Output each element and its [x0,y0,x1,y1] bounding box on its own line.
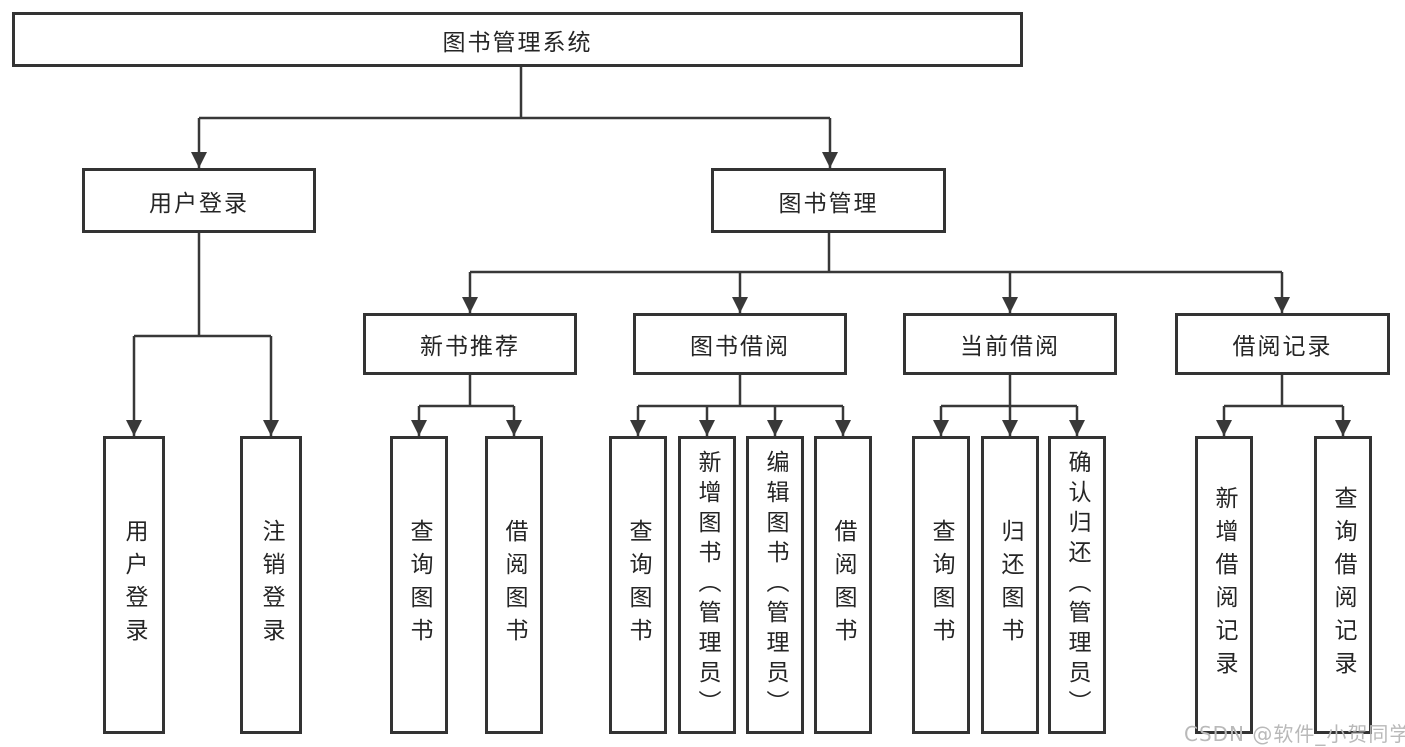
leaf-recommend-query-books: 查询图书 [390,436,448,734]
edges-current-borrowing-to-leaves [932,375,1086,436]
leaf-records-add-borrow-record: 新增借阅记录 [1195,436,1253,734]
node-user-login-module: 用户登录 [82,168,316,233]
node-library-management-system: 图书管理系统 [12,12,1023,67]
edges-user-login-to-leaves [125,233,280,436]
edges-borrowing-records-to-leaves [1215,375,1352,436]
leaf-user-login: 用户登录 [103,436,165,734]
leaf-borrowing-query-books: 查询图书 [609,436,667,734]
node-current-borrowing: 当前借阅 [903,313,1117,375]
edges-new-book-recommend-to-leaves [410,375,523,436]
edges-root-to-level2 [190,67,839,168]
node-book-borrowing: 图书借阅 [633,313,847,375]
csdn-watermark: CSDN @软件_小贺同学 [1184,722,1405,746]
leaf-current-return-books: 归还图书 [981,436,1039,734]
leaf-recommend-borrow-books: 借阅图书 [485,436,543,734]
leaf-current-query-books: 查询图书 [912,436,970,734]
node-new-book-recommend: 新书推荐 [363,313,577,375]
leaf-borrowing-edit-books-admin: 编辑图书（管理员） [746,436,804,734]
leaf-borrowing-add-books-admin: 新增图书（管理员） [678,436,736,734]
edges-book-management-to-level3 [461,233,1291,313]
node-borrowing-records: 借阅记录 [1175,313,1390,375]
leaf-borrowing-borrow-books: 借阅图书 [814,436,872,734]
leaf-current-confirm-return-admin: 确认归还（管理员） [1048,436,1106,734]
edges-book-borrowing-to-leaves [629,375,852,436]
leaf-logout: 注销登录 [240,436,302,734]
node-book-management-module: 图书管理 [711,168,946,233]
leaf-records-query-borrow-record: 查询借阅记录 [1314,436,1372,734]
